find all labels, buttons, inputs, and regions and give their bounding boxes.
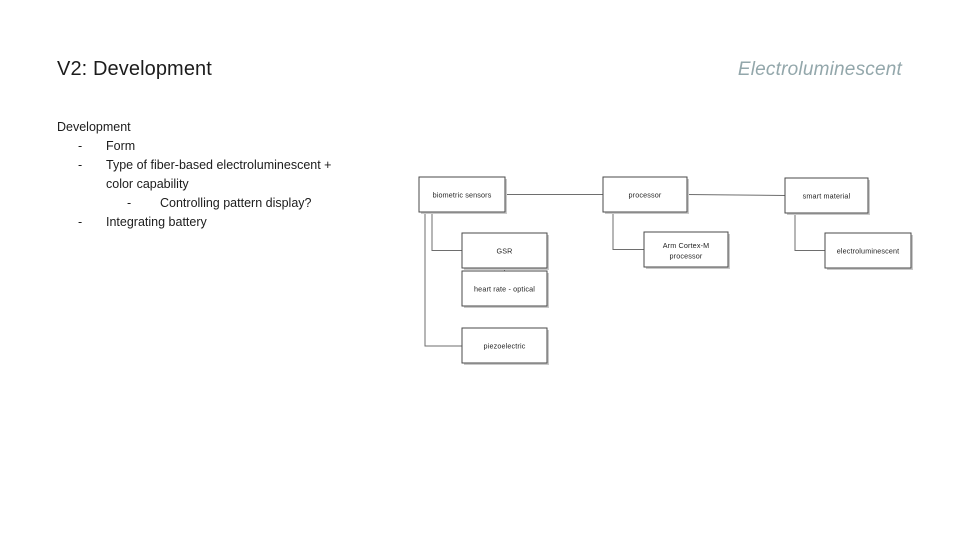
page-title: V2: Development [57, 58, 212, 80]
node-label: piezoelectric [484, 342, 526, 351]
node-heart-rate-optical: heart rate - optical [461, 270, 549, 308]
node-biometric-sensors: biometric sensors [418, 176, 507, 214]
bullet-dash: - [78, 139, 83, 153]
list-item-label: Type of fiber-based electroluminescent + [106, 158, 332, 172]
list-item-label: Controlling pattern display? [160, 196, 312, 210]
node-piezoelectric: piezoelectric [461, 327, 549, 365]
bullet-dash: - [78, 215, 83, 229]
slide-subtitle: Electroluminescent [737, 59, 902, 80]
node-label: biometric sensors [433, 191, 492, 200]
list-item: - Form [57, 137, 397, 156]
node-label: heart rate - optical [474, 285, 535, 294]
list-item-continuation: color capability [106, 177, 189, 191]
bullet-dash: - [127, 196, 132, 210]
node-electroluminescent: electroluminescent [824, 232, 913, 270]
node-label: GSR [496, 247, 512, 256]
outline-list: Development - Form - Type of fiber-based… [57, 118, 397, 232]
edge-smart-material-to-electroluminescent [794, 213, 825, 251]
node-label: smart material [803, 192, 851, 201]
list-item: - Integrating battery [57, 213, 397, 232]
outline-heading: Development [57, 120, 131, 134]
list-item: - Controlling pattern display? [57, 194, 397, 213]
node-label: processor [629, 191, 662, 200]
node-label: electroluminescent [837, 247, 900, 256]
node-processor: processor [602, 176, 689, 214]
node-gsr: GSR [461, 232, 549, 270]
edge-biometric-to-gsr [431, 212, 462, 251]
system-block-diagram: biometric sensors processor smart materi… [410, 165, 940, 380]
list-item-label: Integrating battery [106, 215, 207, 229]
list-item-label: Form [106, 139, 136, 153]
list-item: - Type of fiber-based electroluminescent… [57, 156, 397, 175]
node-arm-cortex-m-processor: Arm Cortex-M processor [643, 231, 730, 269]
diagram-connectors [424, 194, 825, 347]
node-label-line1: Arm Cortex-M [663, 241, 710, 250]
edge-processor-to-arm-cortex [612, 212, 644, 250]
node-smart-material: smart material [784, 177, 870, 215]
edge-processor-to-smart-material [686, 194, 786, 196]
bullet-dash: - [78, 158, 83, 172]
edge-biometric-to-piezoelectric [424, 212, 462, 347]
node-label-line2: processor [670, 252, 703, 261]
